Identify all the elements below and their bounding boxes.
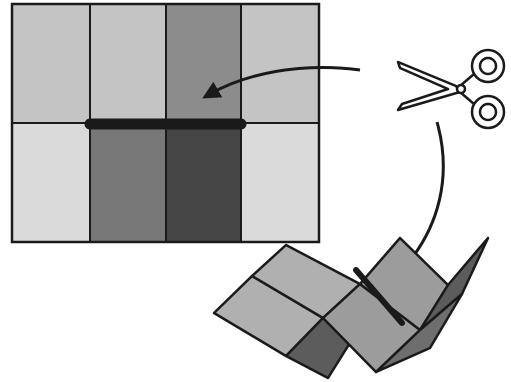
scissors-icon bbox=[396, 48, 506, 130]
sheet-cell-top-2 bbox=[89, 3, 167, 124]
folded-paper-icon bbox=[212, 236, 490, 380]
sheet-cell-bottom-4 bbox=[240, 122, 320, 243]
sheet-cell-top-1 bbox=[11, 3, 91, 124]
sheet-cell-bottom-2 bbox=[89, 122, 167, 243]
curved-arrow-icon bbox=[202, 66, 361, 99]
sheet-cell-bottom-3 bbox=[165, 122, 242, 243]
sheet-cell-top-3 bbox=[165, 3, 242, 124]
cut-line-icon bbox=[353, 267, 405, 326]
sheet-cell-bottom-1 bbox=[11, 122, 91, 243]
sheet-cell-top-4 bbox=[240, 3, 320, 124]
flat-sheet bbox=[10, 2, 321, 244]
sheet-outline bbox=[10, 2, 321, 244]
